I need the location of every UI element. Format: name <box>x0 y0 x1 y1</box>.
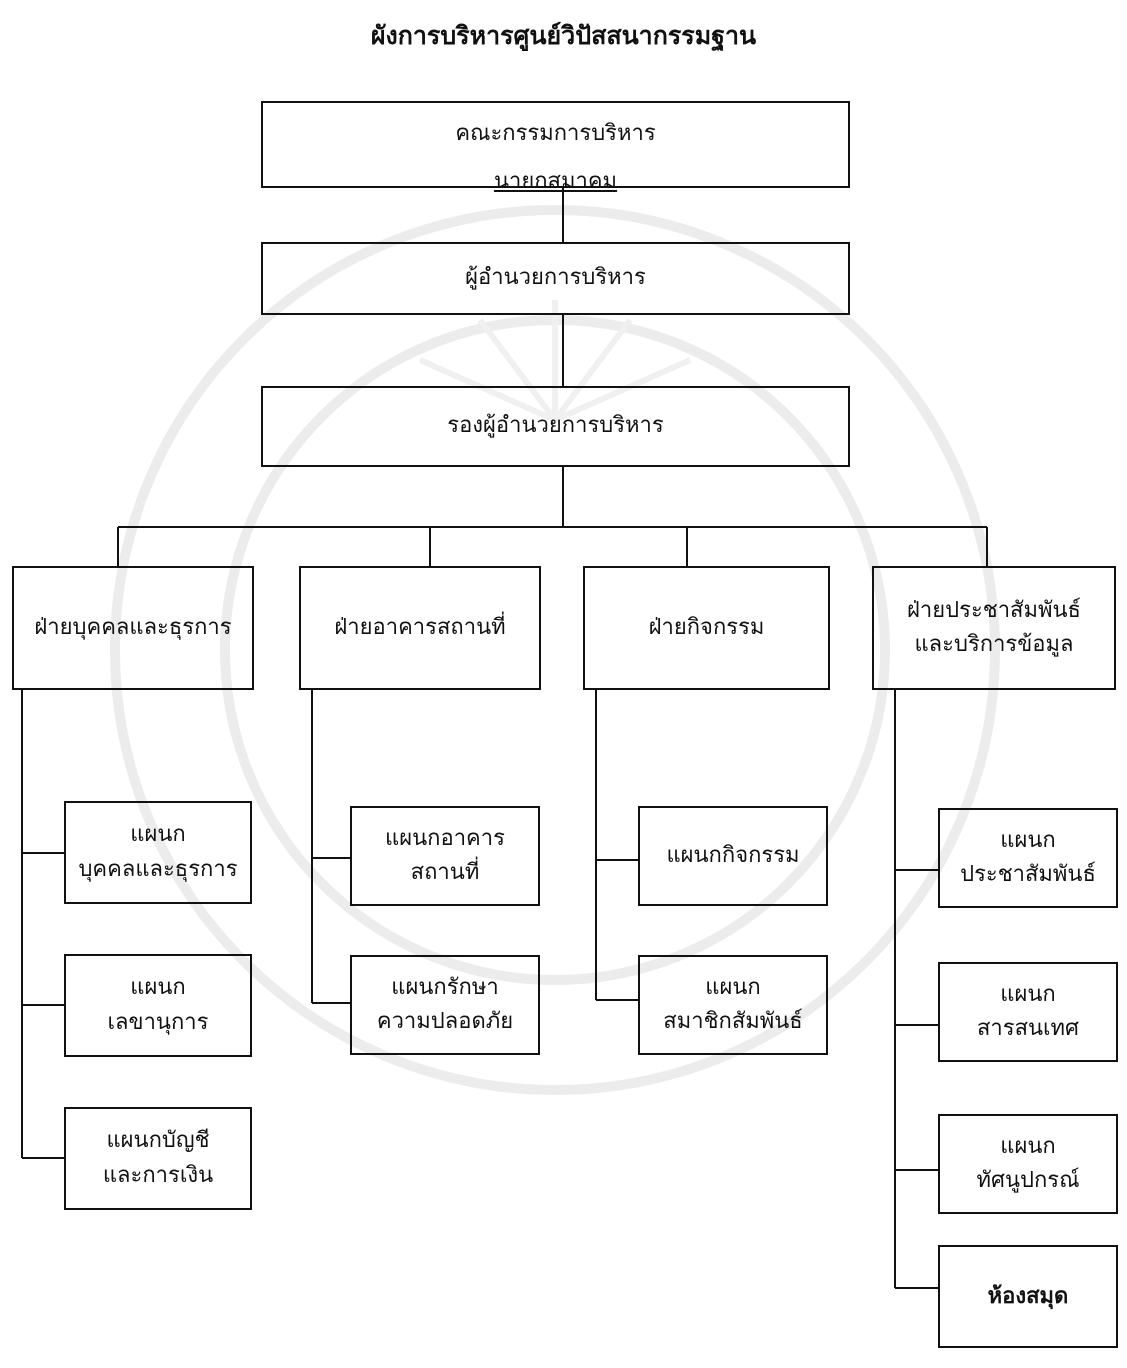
deputy-director-label: รองผู้อำนวยการบริหาร <box>447 413 664 439</box>
unit-box: แผนก เลขานุการ <box>64 954 252 1057</box>
board-chair-label: นายกสมาคม <box>493 169 618 195</box>
unit-label: แผนก <box>705 974 761 1000</box>
unit-box: แผนกกิจกรรม <box>638 806 828 906</box>
unit-label: แผนก <box>130 975 186 1001</box>
unit-label: แผนกอาคาร <box>385 825 505 851</box>
unit-label: บุคคลและธุรการ <box>78 856 238 882</box>
unit-label: แผนก <box>1000 827 1056 853</box>
unit-box: แผนกบัญชี และการเงิน <box>64 1107 252 1210</box>
unit-box: แผนก ทัศนูปกรณ์ <box>938 1114 1118 1214</box>
director-label: ผู้อำนวยการบริหาร <box>465 265 646 291</box>
unit-box: แผนกอาคาร สถานที่ <box>350 806 540 906</box>
division-facilities-box: ฝ่ายอาคารสถานที่ <box>299 566 541 690</box>
page-title: ผังการบริหารศูนย์วิปัสสนากรรมฐาน <box>370 21 757 50</box>
unit-label: แผนกรักษา <box>391 974 499 1000</box>
division-public-relations-box: ฝ่ายประชาสัมพันธ์ และบริการข้อมูล <box>872 566 1116 690</box>
director-box: ผู้อำนวยการบริหาร <box>261 242 850 315</box>
unit-label: และการเงิน <box>102 1162 214 1188</box>
division-label: และบริการข้อมูล <box>914 632 1074 657</box>
division-label: ฝ่ายประชาสัมพันธ์ <box>907 597 1081 623</box>
library-box: ห้องสมุด <box>938 1245 1118 1348</box>
deputy-director-box: รองผู้อำนวยการบริหาร <box>261 386 850 467</box>
unit-box: แผนก สารสนเทศ <box>938 962 1118 1062</box>
division-label: ฝ่ายอาคารสถานที่ <box>334 614 506 640</box>
division-label: ฝ่ายกิจกรรม <box>648 614 765 640</box>
unit-label: ความปลอดภัย <box>376 1009 514 1034</box>
unit-label: สถานที่ <box>410 860 480 885</box>
unit-label: สารสนเทศ <box>976 1016 1080 1041</box>
unit-label: แผนก <box>1000 981 1056 1007</box>
unit-label: ทัศนูปกรณ์ <box>976 1168 1080 1193</box>
unit-label: ประชาสัมพันธ์ <box>960 862 1096 887</box>
unit-label: แผนก <box>130 822 186 848</box>
division-label: ฝ่ายบุคคลและธุรการ <box>34 614 232 640</box>
unit-box: แผนก บุคคลและธุรการ <box>64 801 252 904</box>
unit-label: แผนกกิจกรรม <box>666 842 800 868</box>
unit-label: แผนก <box>1000 1133 1056 1159</box>
unit-label: ห้องสมุด <box>987 1283 1069 1310</box>
unit-label: เลขานุการ <box>107 1009 209 1035</box>
board-box: คณะกรรมการบริหาร นายกสมาคม <box>261 101 850 194</box>
unit-box: แผนก ประชาสัมพันธ์ <box>938 808 1118 908</box>
division-activities-box: ฝ่ายกิจกรรม <box>583 566 830 690</box>
unit-label: สมาชิกสัมพันธ์ <box>663 1009 803 1034</box>
unit-label: แผนกบัญชี <box>106 1128 210 1154</box>
unit-box: แผนก สมาชิกสัมพันธ์ <box>638 955 828 1055</box>
board-label: คณะกรรมการบริหาร <box>455 121 656 146</box>
unit-box: แผนกรักษา ความปลอดภัย <box>350 955 540 1055</box>
division-personnel-box: ฝ่ายบุคคลและธุรการ <box>12 566 254 690</box>
